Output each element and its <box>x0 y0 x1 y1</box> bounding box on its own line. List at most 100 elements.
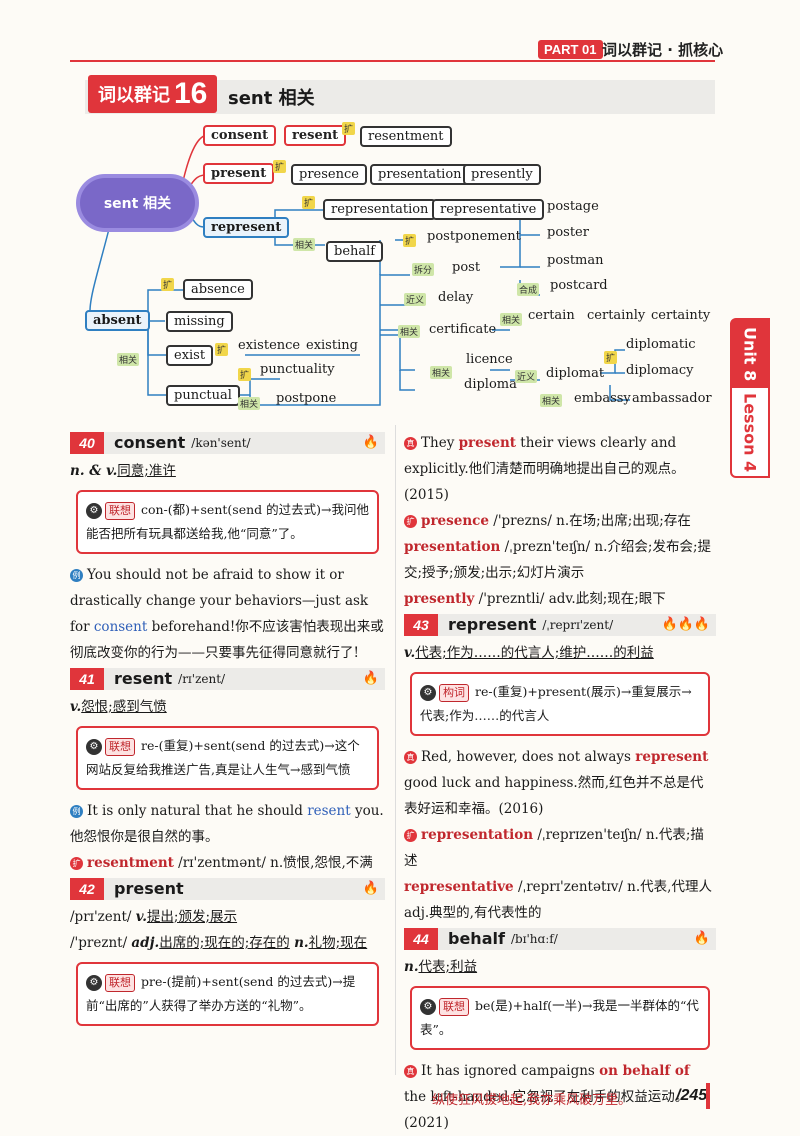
node-embassy: embassy <box>574 391 631 406</box>
node-certificate: certificate <box>429 322 497 337</box>
tag-ext: 扩 <box>161 278 175 291</box>
mnemonic-box: ⚙联想 con-(都)+sent(send 的过去式)→我问他能否把所有玩具都送… <box>76 490 379 554</box>
section-badge-number: 16 <box>174 77 208 110</box>
entry-header-resent: 41 resent /rɪ'zent/ 🔥 <box>70 668 385 690</box>
tag-ext: 扩 <box>215 343 229 356</box>
entry-word: resent <box>114 669 173 688</box>
tag-related: 相关 <box>238 397 261 410</box>
node-presently: presently <box>463 164 541 185</box>
entry-header-present: 42 present 🔥 <box>70 878 385 900</box>
unit-side-tab: Unit 8 Lesson 4 <box>730 318 770 478</box>
tag-related: 相关 <box>293 238 316 251</box>
node-consent: consent <box>203 125 277 146</box>
box-label: 联想 <box>105 502 135 520</box>
brain-icon: ⚙ <box>420 684 436 701</box>
footer-bar <box>706 1083 710 1109</box>
node-post: post <box>452 260 481 275</box>
mnemonic-box: ⚙联想 re-(重复)+sent(send 的过去式)→这个网站反复给我推送广告… <box>76 726 379 790</box>
entry-number: 40 <box>70 432 104 454</box>
tag-ext: 扩 <box>302 196 316 209</box>
entry-phonetic: /bɪ'hɑːf/ <box>510 932 558 946</box>
brain-icon: ⚙ <box>86 974 102 991</box>
node-representation: representation <box>323 199 437 220</box>
node-postpone: postpone <box>276 391 337 406</box>
node-absent: absent <box>85 310 150 331</box>
node-presentation: presentation <box>370 164 470 185</box>
entry-header-represent: 43 represent /ˌreprɪ'zent/ 🔥🔥🔥 <box>404 614 716 636</box>
tag-related: 相关 <box>430 366 453 379</box>
node-resentment: resentment <box>360 126 452 147</box>
left-column: 40 consent /kən'sent/ 🔥 n. & v.同意;准许 ⚙联想… <box>70 430 385 1034</box>
page-number: /245 <box>676 1087 708 1104</box>
mnemonic-box: ⚙构词 re-(重复)+present(展示)→重复展示→代表;作为……的代言人 <box>410 672 710 736</box>
unit-label: Unit 8 <box>732 320 768 388</box>
entry-number: 42 <box>70 878 104 900</box>
fire-icon: 🔥🔥🔥 <box>661 617 710 632</box>
node-behalf: behalf <box>326 241 384 262</box>
entry-phonetic: /rɪ'zent/ <box>178 672 226 686</box>
node-postman: postman <box>547 253 604 268</box>
meaning: 同意;准许 <box>117 463 176 479</box>
node-punctual: punctual <box>166 385 240 406</box>
node-missing: missing <box>166 311 233 332</box>
fire-icon: 🔥 <box>693 931 710 946</box>
entry-word: represent <box>448 615 537 634</box>
node-present: present <box>203 163 275 184</box>
tag-related: 相关 <box>540 394 563 407</box>
tag-ext: 扩 <box>403 234 417 247</box>
section-badge-text: 词以群记 <box>98 85 170 106</box>
entry-word: present <box>114 879 184 898</box>
mindmap-connectors <box>89 134 630 406</box>
tag-ext: 扩 <box>273 160 287 173</box>
fire-icon: 🔥 <box>362 881 379 896</box>
mnemonic-box: ⚙联想 be(是)+half(一半)→我是一半群体的“代表”。 <box>410 986 710 1050</box>
entry-word: behalf <box>448 929 505 948</box>
entry-header-consent: 40 consent /kən'sent/ 🔥 <box>70 432 385 454</box>
node-represent: represent <box>203 217 290 238</box>
mindmap-center-cloud: sent 相关 <box>80 178 195 228</box>
node-existence: existence <box>238 338 301 353</box>
node-ambassador: ambassador <box>632 391 712 406</box>
tag-split: 拆分 <box>412 263 435 276</box>
fire-icon: 🔥 <box>362 435 379 450</box>
node-postponement: postponement <box>427 229 521 244</box>
pos-label: n. & v. <box>70 463 118 479</box>
brain-icon: ⚙ <box>86 738 102 755</box>
tag-synonym: 近义 <box>404 293 427 306</box>
node-postcard: postcard <box>550 278 608 293</box>
header-title: 词以群记 · 抓核心 <box>602 41 724 59</box>
entry-phonetic: /kən'sent/ <box>191 436 251 450</box>
tag-ext: 扩 <box>238 368 252 381</box>
node-certain: certain <box>528 308 575 323</box>
node-resent: resent <box>284 125 347 146</box>
node-existing: existing <box>306 338 358 353</box>
section-badge: 词以群记 16 <box>88 75 218 113</box>
node-postage: postage <box>547 199 599 214</box>
entry-number: 44 <box>404 928 438 950</box>
node-diplomat: diplomat <box>546 366 605 381</box>
node-licence: licence <box>466 352 513 367</box>
footer-motto: 纵使狂风拔地起,我亦乘风破万里。 <box>432 1093 632 1108</box>
node-representative: representative <box>432 199 545 220</box>
tag-ext: 扩 <box>604 351 618 364</box>
example-icon: 例 <box>70 569 83 582</box>
node-presence: presence <box>291 164 367 185</box>
tag-related: 相关 <box>500 313 523 326</box>
column-divider <box>395 425 396 1075</box>
node-punctuality: punctuality <box>260 362 335 377</box>
tag-related: 相关 <box>117 353 140 366</box>
node-certainly: certainly <box>587 308 646 323</box>
part-badge: PART 01 <box>538 40 603 59</box>
box-text: con-(都)+sent(send 的过去式)→我问他能否把所有玩具都送给我,他… <box>86 502 369 541</box>
entry-header-behalf: 44 behalf /bɪ'hɑːf/ 🔥 <box>404 928 716 950</box>
node-certainty: certainty <box>651 308 711 323</box>
section-subtitle: sent 相关 <box>228 88 315 109</box>
node-delay: delay <box>438 290 474 305</box>
tag-compound: 合成 <box>517 283 540 296</box>
brain-icon: ⚙ <box>86 502 102 519</box>
